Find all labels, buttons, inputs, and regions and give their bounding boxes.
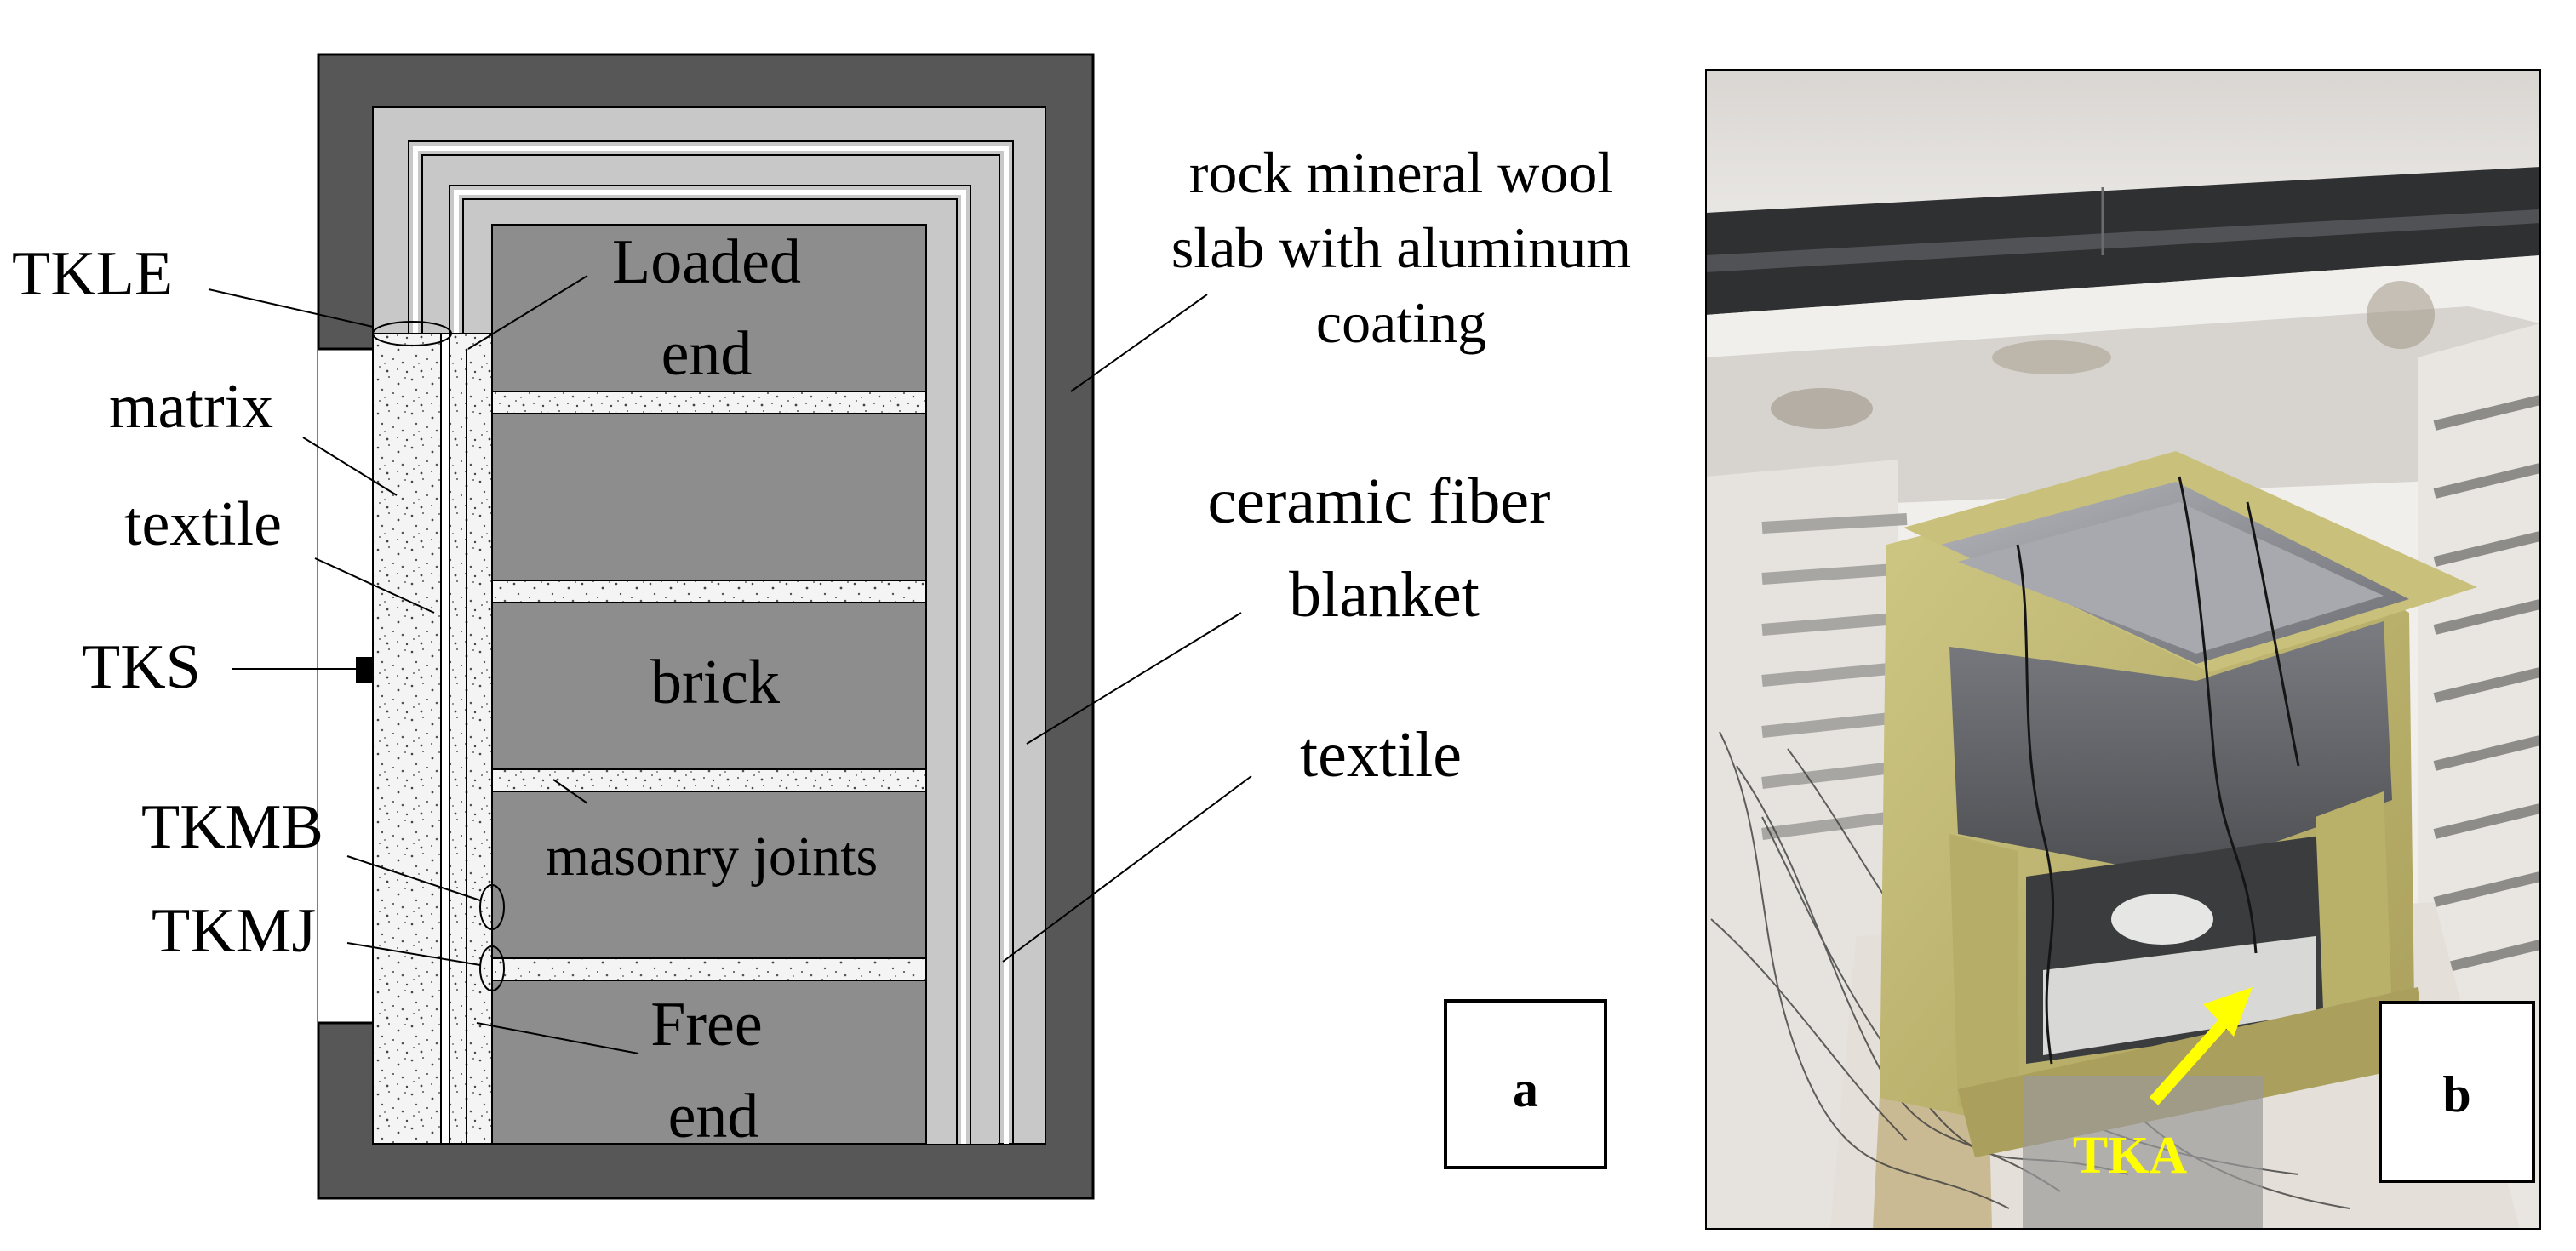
textile-right-label: textile [1300,719,1462,791]
matrix-layer [372,333,493,1145]
leader-lines [208,275,1252,1054]
tkmj-label: TKMJ [152,896,316,966]
heating-slots-left [1761,513,1908,840]
wool-label-line2: slab with aluminum [1171,215,1631,280]
panel-a-tag: a [1444,999,1607,1169]
tka-arrow [2149,987,2253,1105]
trm-layer [356,321,505,1145]
masonry-joints-label: masonry joints [546,825,879,888]
loaded-end-label-line2: end [661,319,753,389]
masonry-joint [491,580,927,603]
panel-b-photo: TKA b [1705,69,2541,1230]
masonry-prism [491,224,927,1145]
brick-label: brick [650,648,780,717]
panel-b-tag: b [2379,1001,2535,1183]
free-end-label-line2: end [668,1082,759,1151]
textile-left-label: textile [124,489,282,559]
textile-layer [440,333,450,1145]
tkle-sensor [372,321,452,346]
tks-sensor [356,657,373,683]
masonry-joint [491,957,927,981]
ceramic-label-line2: blanket [1289,559,1480,631]
wool-label-line3: coating [1316,290,1486,355]
tkmj-sensor [479,945,505,991]
free-end-label-line1: Free [650,990,763,1060]
specimen [1880,451,2477,1157]
tkmb-sensor [479,884,505,930]
panel-a-labels: TKLE matrix textile TKS TKMB TKMJ Loaded… [12,140,1631,1151]
tkmb-label: TKMB [141,792,323,862]
loaded-end-label-line1: Loaded [612,227,801,297]
panel-a-schematic: TKLE matrix textile TKS TKMB TKMJ Loaded… [12,53,1631,1200]
heating-slots-right [2433,395,2540,975]
tks-label: TKS [82,632,201,702]
ceramic-label-line1: ceramic fiber [1208,466,1551,537]
wool-label-line1: rock mineral wool [1189,140,1614,205]
matrix-label: matrix [109,372,273,442]
tkle-label: TKLE [12,239,173,309]
svg-text:b: b [2442,1066,2470,1122]
masonry-joint [491,391,927,414]
tka-label: TKA [2073,1127,2188,1185]
svg-text:a: a [1513,1061,1538,1117]
masonry-joint [491,768,927,792]
